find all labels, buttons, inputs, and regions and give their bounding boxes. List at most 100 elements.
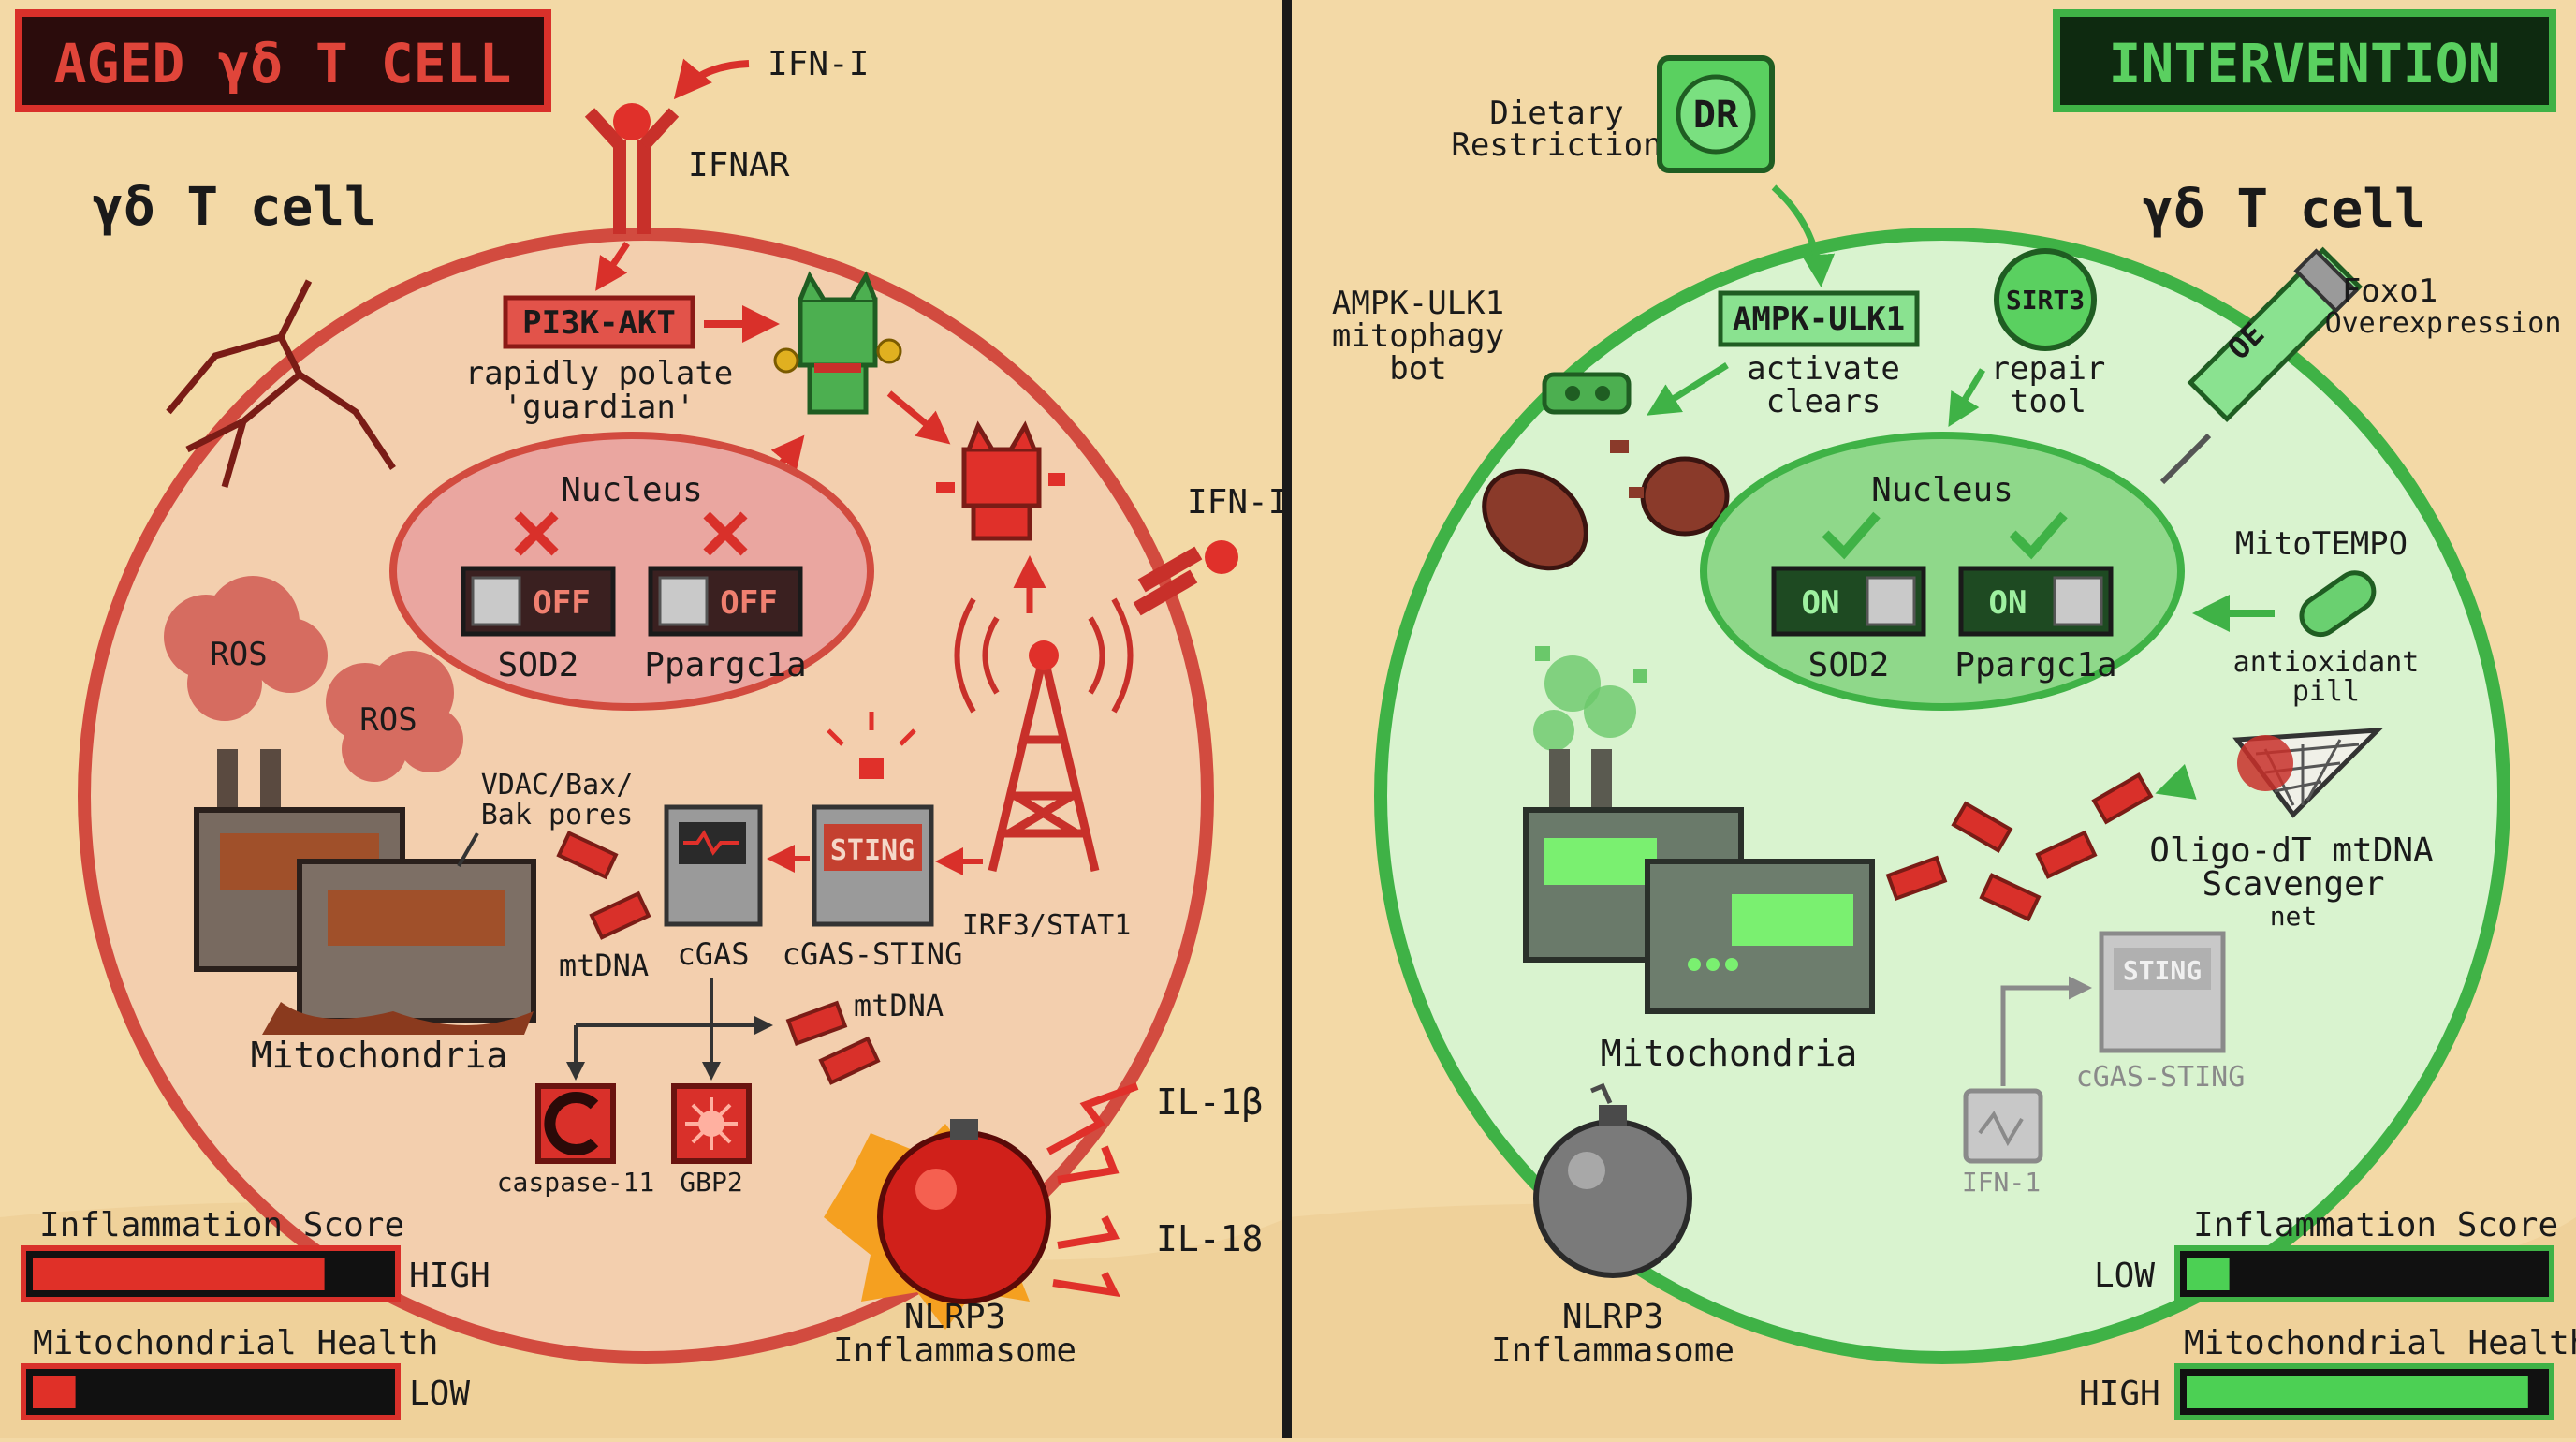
il1b-waves (1046, 1082, 1139, 1184)
inactive-sting-screen (2114, 948, 2211, 990)
nlrp3-bomb-red-icon (824, 1119, 1051, 1330)
sting-screen-text: STING (830, 834, 915, 867)
r-nlrp3-line2: Inflammasome (1491, 1332, 1734, 1370)
caspase-label: caspase-11 (497, 1167, 655, 1198)
ampk-to-bot-arrow (1647, 362, 1729, 416)
right-inflam-score-label: Inflammation Score (2193, 1206, 2558, 1244)
membrane-cracks (166, 279, 396, 488)
ppargc-label: Ppargc1a (644, 646, 806, 684)
gbp2-icon (671, 1083, 752, 1164)
ros-label-2: ROS (359, 701, 417, 739)
cgas-sting-device: STING (812, 712, 934, 927)
sirt3-desc-line1: repair (1991, 350, 2106, 388)
il18-label: IL-18 (1156, 1218, 1263, 1259)
ifn-top-label: IFN-I (768, 45, 869, 83)
scavenger-net-icon (2232, 728, 2384, 818)
dr-badge-text: DR (1693, 94, 1739, 137)
aged-nucleus-label: Nucleus (561, 471, 703, 509)
aged-nucleus (389, 432, 874, 711)
dietary-label-line1: Dietary (1489, 95, 1623, 132)
mtdna-label-1: mtDNA (559, 948, 649, 983)
nlrp3-label-line1: NLRP3 (904, 1298, 1005, 1336)
antioxidant-line2: pill (2292, 675, 2360, 708)
irf-label: IRF3/STAT1 (962, 909, 1132, 942)
nlrp3-label-line2: Inflammasome (833, 1332, 1076, 1370)
ppargc-x-icon (703, 511, 748, 556)
left-mito-bar-track (21, 1363, 401, 1420)
right-inflam-bar-track (2174, 1245, 2554, 1302)
cgas-label: cGAS (677, 936, 749, 972)
mitotempo-label: MitoTEMPO (2235, 525, 2408, 563)
ifn-top-arrow (673, 58, 750, 100)
ppargc-switch: OFF (648, 566, 803, 637)
il18-waves (1052, 1215, 1121, 1298)
r-ppargc-label: Ppargc1a (1954, 646, 2116, 684)
left-inflam-level: HIGH (409, 1257, 490, 1295)
oligo-line2: Scavenger (2202, 865, 2384, 904)
sod2-on-switch: ON (1771, 566, 1926, 637)
il1b-label: IL-1β (1156, 1082, 1263, 1123)
right-panel: INTERVENTION γδ T cell Dietary Restricti… (1332, 9, 2576, 1420)
r-nlrp3-line1: NLRP3 (1562, 1298, 1663, 1336)
pi3k-desc-line1: rapidly polate (465, 355, 734, 392)
left-panel: AGED γδ T CELL γδ T cell IFN-I IFNAR PI3… (15, 9, 1288, 1420)
broken-guardian-red-cat-icon (936, 420, 1065, 541)
net-capture-arrow (2155, 763, 2197, 800)
aged-banner (15, 9, 551, 112)
ifnar-receptor (584, 103, 680, 234)
ifnar-label: IFNAR (688, 146, 790, 184)
intervention-nucleus (1700, 432, 2185, 711)
left-mito-score-label: Mitochondrial Health (33, 1324, 438, 1362)
nlrp3-bomb-grey-icon (1533, 1082, 1692, 1278)
inactive-cgas-sting-label: cGAS-STING (2076, 1061, 2246, 1094)
inactive-pathway-arrow (2000, 976, 2092, 1086)
dr-badge-circle (1676, 74, 1756, 154)
left-mito-level: LOW (409, 1375, 470, 1413)
radio-tower-icon (954, 597, 1134, 873)
right-inflam-bar-fill (2187, 1258, 2230, 1290)
pi3k-desc-line2: 'guardian' (504, 389, 695, 426)
r-sod2-label: SOD2 (1808, 646, 1890, 684)
sod2-switch: OFF (461, 566, 616, 637)
side-receptor-icon (1133, 540, 1238, 616)
r-mitochondria-label: Mitochondria (1601, 1033, 1858, 1074)
sod2-on-state: ON (1802, 584, 1840, 622)
ros-label-1: ROS (210, 636, 267, 673)
inactive-ifn-label: IFN-1 (1962, 1167, 2041, 1198)
mtdna-fragments-left (556, 831, 881, 1085)
ppargc-check-icon (2009, 511, 2068, 560)
branch-lines (574, 978, 758, 1072)
ros-cloud-1 (164, 576, 328, 721)
pi3k-akt-label: PI3K-AKT (522, 304, 676, 342)
vdac-pointer (457, 832, 479, 867)
vdac-label-line2: Bak pores (481, 799, 634, 831)
sirt3-desc-line2: tool (2010, 383, 2086, 420)
ifn-side-label: IFN-I (1187, 483, 1288, 522)
oligo-line3: net (2270, 901, 2318, 932)
aged-banner-text: AGED γδ T CELL (54, 32, 512, 96)
damaged-mitochondria-machine-2 (262, 859, 536, 1035)
damaged-mitochondrion-icon (1482, 440, 1730, 571)
mitochondria-label: Mitochondria (251, 1035, 508, 1076)
foxo1-label-line1: Foxo1 (2342, 272, 2437, 310)
pi3k-akt-box (503, 295, 695, 349)
guardian-decay-arrow (886, 390, 951, 445)
ampk-ulk1-label: AMPK-ULK1 (1733, 301, 1905, 338)
intervention-banner-text: INTERVENTION (2108, 32, 2500, 96)
ampk-desc-line1: activate (1747, 350, 1900, 388)
guardian-green-cat-icon (773, 271, 902, 415)
sirt3-label: SIRT3 (2006, 285, 2085, 316)
mtdna-label-2: mtDNA (854, 988, 944, 1023)
ampk-left-line3: bot (1389, 350, 1446, 388)
cgas-device (664, 804, 763, 927)
right-mito-score-label: Mitochondrial Health (2184, 1324, 2576, 1362)
sirt3-to-nucleus-arrow (1948, 368, 1986, 428)
inactive-ifn-wave (1978, 1111, 2024, 1147)
aged-cell-label: γδ T cell (92, 177, 375, 238)
mitophagy-bot-icon (1542, 372, 1632, 415)
inactive-ifn-icon (1963, 1088, 2043, 1164)
mtdna-fragments-right (1885, 772, 2154, 922)
inactive-sting-text: STING (2123, 955, 2202, 986)
